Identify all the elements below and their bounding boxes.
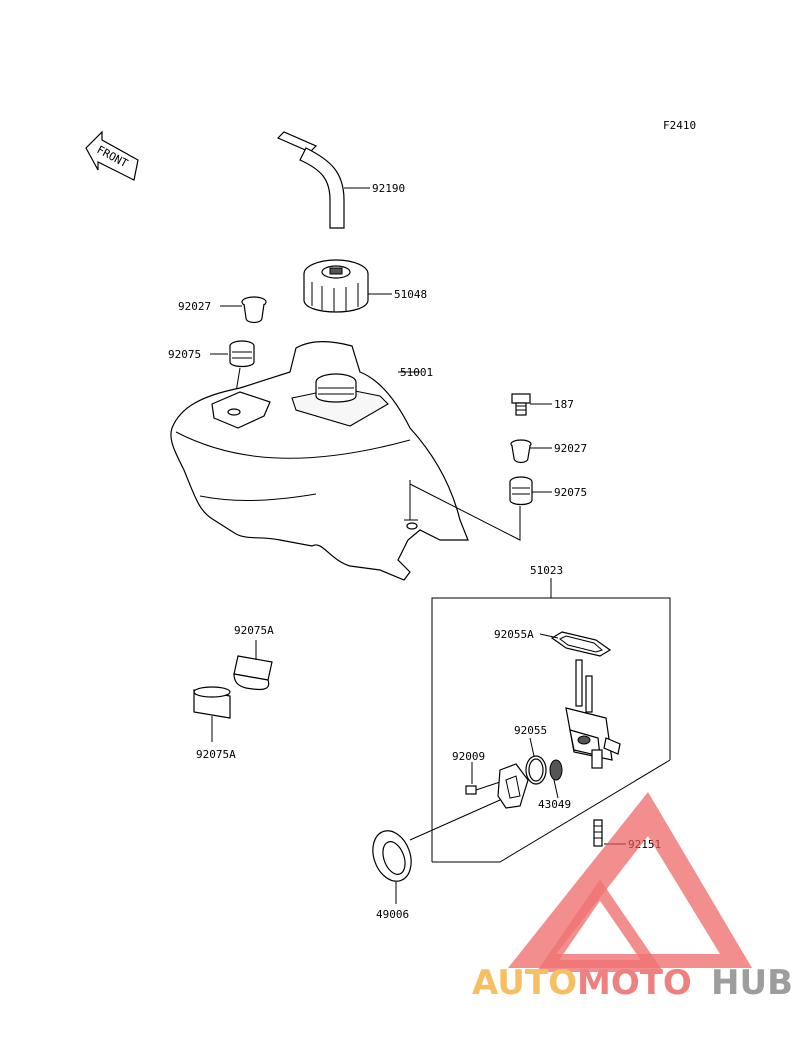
grommet (372, 799, 501, 904)
damper-right (409, 476, 552, 541)
lever (497, 759, 563, 809)
fuel-cock-assy-bracket (431, 578, 671, 863)
fuel-cap (303, 259, 392, 313)
label-43049: 43049 (538, 798, 571, 811)
damper-a-bottom (193, 686, 231, 742)
label-92055A: 92055A (494, 628, 534, 641)
collar-left (220, 296, 267, 324)
screw (465, 762, 501, 795)
o-ring (525, 737, 547, 785)
front-arrow-icon: FRONT (85, 130, 139, 181)
watermark-text-auto: AUTO (472, 963, 577, 1003)
watermark-logo: AUTO MOTO HUB (472, 792, 793, 1003)
label-92009: 92009 (452, 750, 485, 763)
label-92075A-top: 92075A (234, 624, 274, 637)
damper-a-top (233, 640, 273, 691)
label-92055: 92055 (514, 724, 547, 737)
watermark-triangle-icon (508, 792, 752, 968)
label-92075-left: 92075 (168, 348, 201, 361)
fuel-cock-body (565, 659, 621, 769)
gasket (539, 631, 612, 657)
breather-hose (276, 131, 370, 229)
bolt (511, 393, 552, 416)
label-49006: 49006 (376, 908, 409, 921)
fuel-tank (170, 341, 469, 581)
label-92027-left: 92027 (178, 300, 211, 313)
label-51048: 51048 (394, 288, 427, 301)
watermark-text-hub: HUB (711, 963, 793, 1003)
label-187: 187 (554, 398, 574, 411)
collar-right (510, 439, 552, 464)
label-92027-right: 92027 (554, 442, 587, 455)
label-92075-right: 92075 (554, 486, 587, 499)
watermark-text-moto: MOTO (577, 963, 692, 1003)
label-92075A-bottom: 92075A (196, 748, 236, 761)
label-51001: 51001 (400, 366, 433, 379)
diagram-code: F2410 (663, 119, 696, 132)
label-92190: 92190 (372, 182, 405, 195)
label-51023: 51023 (530, 564, 563, 577)
